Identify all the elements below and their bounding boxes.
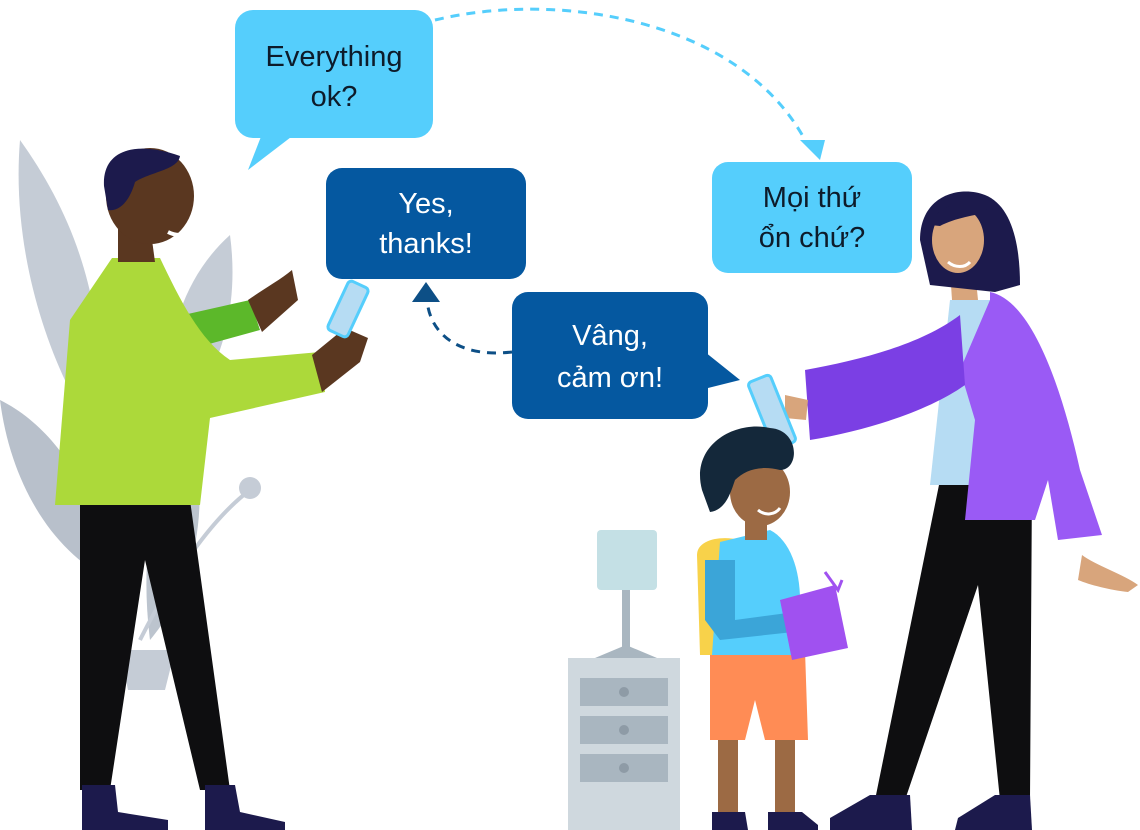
bubble-everything-ok: Everything ok? (235, 10, 433, 170)
bubble-line: ổn chứ? (759, 222, 865, 254)
arrow-top-curve (434, 7, 807, 141)
man-figure (55, 148, 370, 830)
bubble-line: Yes, (398, 188, 453, 220)
bubble-line: cảm ơn! (557, 362, 663, 394)
arrow-bottom-curve (425, 299, 513, 355)
bubble-line: Everything (265, 41, 402, 73)
bubble-line: thanks! (379, 228, 473, 260)
woman-figure (747, 191, 1138, 830)
boy-figure (697, 426, 848, 830)
bubble-line: Vâng, (572, 320, 648, 352)
bubble-moi-thu-on-chu: Mọi thứ ổn chứ? (712, 162, 912, 273)
arrow-top-head-icon (800, 140, 825, 160)
dresser-lamp-decoration (568, 530, 680, 830)
bubble-yes-thanks: Yes, thanks! (326, 168, 526, 279)
bubble-line: ok? (311, 81, 358, 113)
bubble-line: Mọi thứ (763, 182, 861, 214)
arrow-bottom-head-icon (412, 282, 440, 302)
bubble-vang-cam-on: Vâng, cảm ơn! (512, 292, 740, 419)
